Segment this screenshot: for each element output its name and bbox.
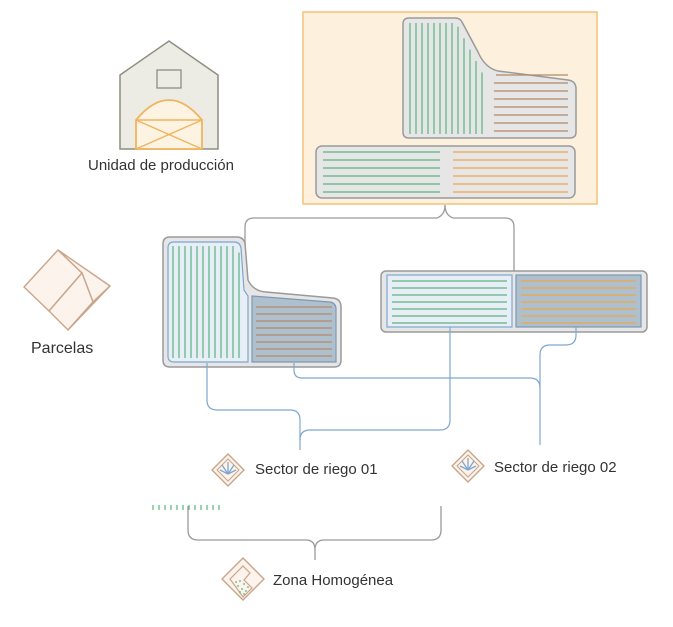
unit-field-north — [402, 17, 577, 139]
parcels-label: Parcelas — [31, 340, 94, 357]
unit-parcels-bracket — [244, 204, 515, 272]
irrigation-sector-1-label: Sector de riego 01 — [255, 461, 378, 478]
barn-icon — [119, 40, 219, 150]
unit-field-south — [315, 145, 576, 199]
parcel-1 — [162, 236, 342, 368]
irrigation-sector-2-label: Sector de riego 02 — [494, 459, 617, 476]
crop-row-marker — [152, 505, 220, 510]
homogeneous-zone-icon — [221, 557, 265, 601]
homogeneous-zone-label: Zona Homogénea — [273, 572, 394, 589]
irrigation-sector-icon — [211, 453, 245, 487]
zone-bracket — [187, 506, 442, 560]
parcel-2 — [380, 270, 648, 333]
parcels-icon — [23, 249, 112, 332]
production-unit-label: Unidad de producción — [88, 157, 234, 174]
sector-connectors — [206, 327, 577, 450]
irrigation-sector-icon — [451, 449, 485, 483]
